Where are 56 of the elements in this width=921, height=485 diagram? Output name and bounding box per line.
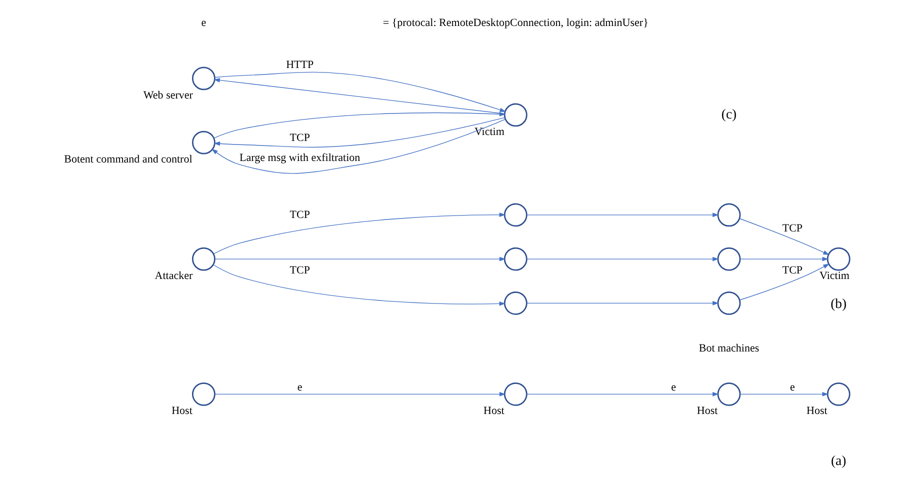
edge-label: e (297, 382, 302, 394)
node-circle (192, 66, 216, 90)
node-circle (504, 203, 528, 227)
arrow (526, 300, 719, 306)
node-label: Host (172, 405, 192, 418)
node-label: Botent command and control (64, 153, 192, 166)
node-circle (504, 291, 528, 315)
arrow (739, 218, 830, 256)
arrow (212, 118, 506, 174)
node-circle (192, 130, 216, 154)
edge-label: TCP (782, 222, 803, 234)
edge-label: TCP (290, 264, 310, 276)
node-circle (717, 291, 741, 315)
node-circle (826, 382, 850, 406)
node-label: Attacker (154, 270, 193, 282)
label: (b) (830, 296, 847, 311)
arrow (214, 392, 506, 396)
label: (c) (721, 106, 737, 122)
node-circle (717, 247, 741, 271)
arrow (526, 256, 719, 262)
node-label: Host (806, 405, 828, 418)
arrow (213, 212, 506, 254)
node-label: Victim (474, 126, 504, 138)
label: Bot machines (698, 342, 760, 354)
arrow (214, 117, 506, 148)
node-circle (826, 247, 850, 271)
edge-label: Large msg with exfiltration (240, 152, 360, 164)
node-circle (504, 382, 528, 406)
arrow (526, 212, 719, 218)
node-circle (192, 382, 216, 406)
edge-label: HTTP (286, 58, 314, 71)
edge-label: TCP (290, 132, 310, 144)
node-label: Host (696, 405, 718, 418)
edge-label: TCP (782, 264, 803, 276)
arrow (214, 78, 505, 114)
label: e (201, 16, 206, 29)
arrow (214, 256, 506, 262)
arrow (212, 264, 506, 306)
node-label: Web server (143, 89, 193, 102)
node-circle (192, 247, 216, 271)
node-label: Victim (820, 270, 850, 282)
arrow (526, 392, 719, 396)
label: (a) (830, 453, 846, 468)
arrow (214, 72, 506, 112)
node-label: Host (484, 405, 504, 418)
node-circle (504, 247, 528, 271)
edge-label: e (790, 382, 795, 394)
node-circle (717, 203, 741, 227)
edge-label: TCP (290, 209, 310, 222)
arrow (739, 264, 830, 300)
arrow (740, 392, 828, 396)
node-circle (717, 382, 741, 406)
arrow (740, 256, 828, 262)
edge-label: e (671, 382, 676, 394)
label: = {protocal: RemoteDesktopConnection, login: adminUser} (382, 16, 648, 29)
node-circle (504, 103, 528, 127)
